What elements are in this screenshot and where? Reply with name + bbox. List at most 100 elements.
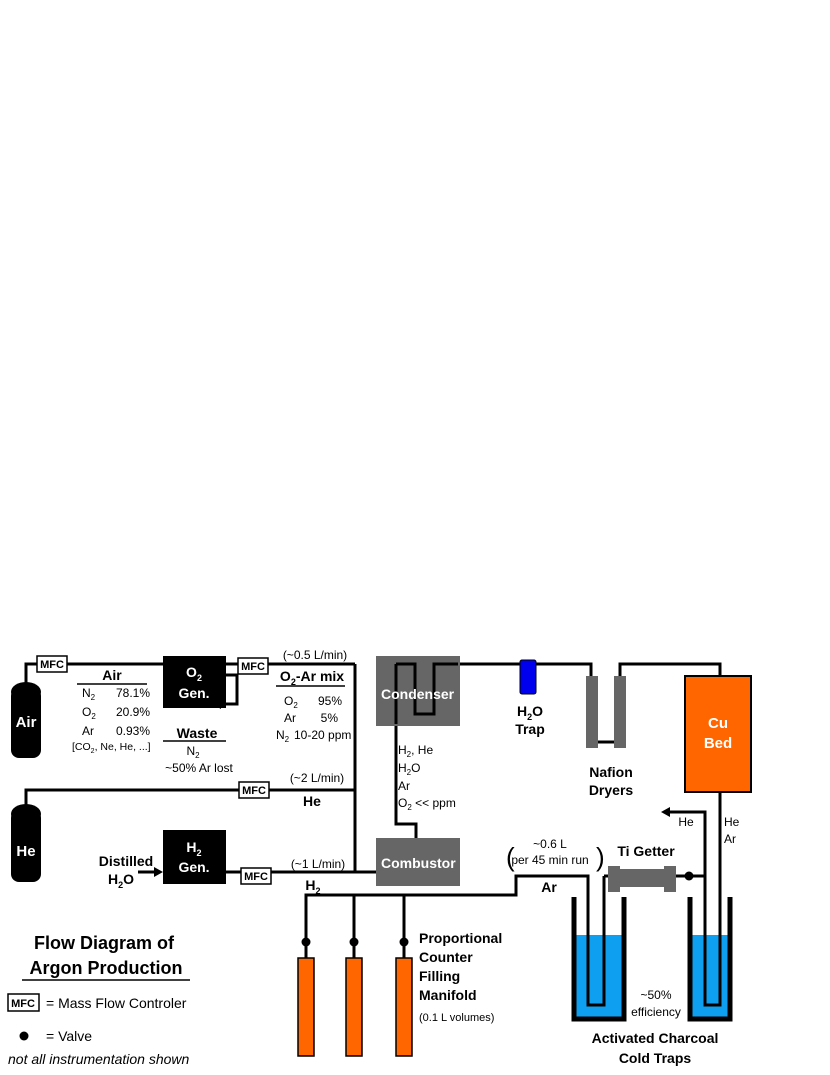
svg-text:(: ( [506, 842, 515, 872]
legend-valve: = Valve [19, 1028, 92, 1044]
waste-info: Waste N2 ~50% Ar lost [163, 725, 234, 775]
nafion-dryer-2 [614, 676, 626, 748]
svg-text:H2O: H2O [398, 761, 420, 777]
he-ar-label-2: Ar [724, 832, 736, 846]
legend-valve-icon [19, 1031, 29, 1041]
legend-mfc: MFC = Mass Flow Controler [7, 993, 187, 1012]
he-line-label: He [303, 793, 321, 809]
svg-text:MFC: MFC [40, 659, 64, 671]
svg-text:= Mass Flow Controler: = Mass Flow Controler [46, 995, 187, 1011]
o2-generator: O2 Gen. [163, 656, 226, 708]
svg-text:95%: 95% [318, 694, 342, 708]
valve-getter[interactable] [684, 871, 694, 881]
to-cu-pipe [618, 662, 722, 676]
svg-text:O2: O2 [186, 664, 202, 683]
counter-tube-2 [345, 957, 363, 1057]
mfc-air: MFC [36, 655, 68, 673]
he-cylinder-label: He [16, 843, 35, 860]
efficiency-label-2: efficiency [631, 1005, 681, 1019]
cu-bed [684, 675, 752, 793]
svg-text:Dryers: Dryers [589, 782, 634, 798]
gas-composition-list: H2, He H2O Ar O2 << ppm [398, 743, 456, 812]
ar-out-pipe [304, 874, 590, 958]
svg-text:(0.1 L volumes): (0.1 L volumes) [419, 1012, 494, 1024]
combustor-box [376, 838, 460, 886]
air-cylinder-label: Air [16, 714, 37, 731]
svg-text:Distilled: Distilled [99, 853, 153, 869]
waste-pipe [220, 673, 239, 706]
svg-text:MFC: MFC [244, 871, 268, 883]
svg-text:H2O: H2O [108, 871, 134, 890]
svg-text:Manifold: Manifold [419, 987, 477, 1003]
nafion-label: Nafion [589, 764, 633, 780]
svg-text:~0.6 L: ~0.6 L [533, 837, 567, 851]
mfc-o2: MFC [237, 657, 269, 675]
svg-text:MFC: MFC [242, 785, 266, 797]
h2-line-label: H2 [305, 877, 320, 896]
h2o-trap [519, 659, 537, 695]
svg-text:O2: O2 [284, 694, 298, 710]
valve-manifold-3[interactable] [399, 937, 409, 947]
counter-tube-3 [395, 957, 413, 1057]
ar-line-label: Ar [541, 879, 557, 895]
svg-text:Gen.: Gen. [178, 685, 209, 701]
svg-text:O2 << ppm: O2 << ppm [398, 796, 456, 812]
svg-text:Ar: Ar [284, 711, 296, 725]
diagram-title-line1: Flow Diagram of [34, 933, 175, 953]
he-out-arrowhead [661, 807, 670, 817]
svg-text:Bed: Bed [704, 735, 732, 752]
water-arrowhead [154, 867, 163, 877]
he-flow-label: (~2 L/min) [290, 771, 344, 785]
condenser-label: Condenser [381, 686, 455, 702]
diagram-title-line2: Argon Production [30, 958, 183, 978]
air-pipe [24, 662, 163, 688]
valve-manifold-1[interactable] [301, 937, 311, 947]
svg-text:H2, He: H2, He [398, 743, 433, 759]
he-cylinder: He [11, 804, 41, 882]
svg-text:78.1%: 78.1% [116, 686, 150, 700]
svg-text:Trap: Trap [515, 721, 545, 737]
svg-text:Counter: Counter [419, 949, 473, 965]
h2o-trap-label: H2O [517, 703, 543, 722]
charcoal-label-2: Cold Traps [619, 1050, 692, 1066]
ti-getter: Ti Getter [608, 843, 676, 892]
svg-text:Gen.: Gen. [178, 859, 209, 875]
efficiency-label-1: ~50% [640, 988, 671, 1002]
svg-text:per 45 min run: per 45 min run [511, 853, 588, 867]
svg-text:20.9%: 20.9% [116, 705, 150, 719]
svg-text:Waste: Waste [177, 725, 218, 741]
svg-text:0.93%: 0.93% [116, 724, 150, 738]
run-info: ( ) ~0.6 L per 45 min run [506, 837, 605, 872]
he-out-label: He [678, 815, 694, 829]
h2-flow-label: (~1 L/min) [291, 857, 345, 871]
svg-text:= Valve: = Valve [46, 1028, 92, 1044]
charcoal-label-1: Activated Charcoal [592, 1030, 719, 1046]
ti-getter-label: Ti Getter [617, 843, 675, 859]
counter-tube-1 [297, 957, 315, 1057]
svg-text:H2: H2 [186, 839, 201, 858]
valve-manifold-2[interactable] [349, 937, 359, 947]
he-ar-label-1: He [724, 815, 740, 829]
nafion-dryer-1 [586, 676, 598, 748]
svg-text:5%: 5% [321, 711, 339, 725]
svg-text:Proportional: Proportional [419, 930, 502, 946]
air-composition: Air N2 78.1% O2 20.9% Ar 0.93% [CO2, Ne,… [72, 667, 151, 755]
svg-text:O2-Ar mix: O2-Ar mix [280, 668, 344, 687]
distilled-water-label: Distilled H2O [99, 853, 153, 890]
svg-text:~50% Ar lost: ~50% Ar lost [165, 761, 233, 775]
svg-text:Ar: Ar [398, 779, 410, 793]
svg-text:Ar: Ar [82, 724, 94, 738]
svg-text:): ) [596, 842, 605, 872]
combustor-label: Combustor [381, 855, 456, 871]
svg-text:Air: Air [102, 667, 122, 683]
mfc-h2: MFC [240, 867, 272, 885]
h2-generator: H2 Gen. [163, 830, 226, 884]
cu-bed-label: Cu [708, 715, 728, 732]
svg-text:N2: N2 [276, 728, 290, 744]
legend-note: not all instrumentation shown [8, 1051, 190, 1067]
cold-trap-left [571, 897, 627, 1022]
air-trace-gases: [CO2, Ne, He, ...] [72, 741, 151, 755]
to-nafion-pipe [458, 662, 593, 676]
o2-ar-mix-info: (~0.5 L/min) O2-Ar mix O2 95% Ar 5% N2 1… [276, 648, 351, 744]
